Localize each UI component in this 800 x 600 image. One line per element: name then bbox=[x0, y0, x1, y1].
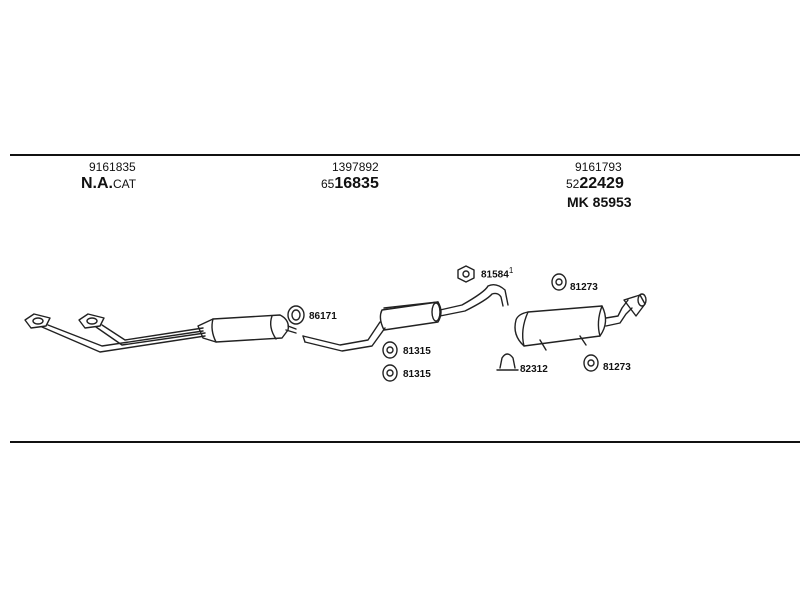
rear-silencer bbox=[514, 293, 647, 351]
part-label-86171: 86171 bbox=[309, 311, 337, 322]
group-3-title-main: 22429 bbox=[579, 175, 624, 192]
top-divider bbox=[10, 154, 800, 156]
group-3-extra: MK 85953 bbox=[567, 194, 632, 210]
part-label-81584: 815841 bbox=[481, 266, 513, 280]
group-3-title: 5222429 bbox=[566, 175, 624, 193]
part-81273-top-rubber bbox=[551, 273, 567, 291]
group-1-title: N.A.CAT bbox=[81, 175, 136, 193]
part-86171-ring bbox=[287, 305, 305, 325]
group-3-title-prefix: 52 bbox=[566, 177, 580, 191]
part-81315-rubber-b bbox=[382, 364, 398, 382]
part-label-81584-number: 81584 bbox=[481, 269, 509, 281]
part-label-81584-note: 1 bbox=[508, 266, 514, 275]
part-label-82312: 82312 bbox=[520, 364, 548, 375]
part-81584-hanger bbox=[457, 265, 475, 283]
group-2-title: 6516835 bbox=[321, 175, 379, 193]
part-81315-rubber-a bbox=[382, 341, 398, 359]
middle-silencer-pipe bbox=[302, 283, 509, 352]
downpipe-assembly bbox=[24, 313, 206, 353]
group-2-title-prefix: 65 bbox=[321, 177, 335, 191]
catalytic-converter bbox=[197, 314, 297, 343]
group-2-title-main: 16835 bbox=[334, 175, 379, 192]
group-1-title-main: N.A. bbox=[81, 175, 113, 192]
part-label-81273-bottom: 81273 bbox=[603, 362, 631, 373]
bottom-divider bbox=[10, 441, 800, 443]
group-1-title-suffix: CAT bbox=[113, 177, 137, 191]
group-3-code: 9161793 bbox=[575, 160, 622, 174]
group-2-code: 1397892 bbox=[332, 160, 379, 174]
part-label-81315-b: 81315 bbox=[403, 369, 431, 380]
part-label-81315-a: 81315 bbox=[403, 346, 431, 357]
part-82312-clamp bbox=[496, 353, 519, 371]
group-1-code: 9161835 bbox=[89, 160, 136, 174]
part-label-81273-top: 81273 bbox=[570, 282, 598, 293]
part-81273-bottom-rubber bbox=[583, 354, 599, 372]
